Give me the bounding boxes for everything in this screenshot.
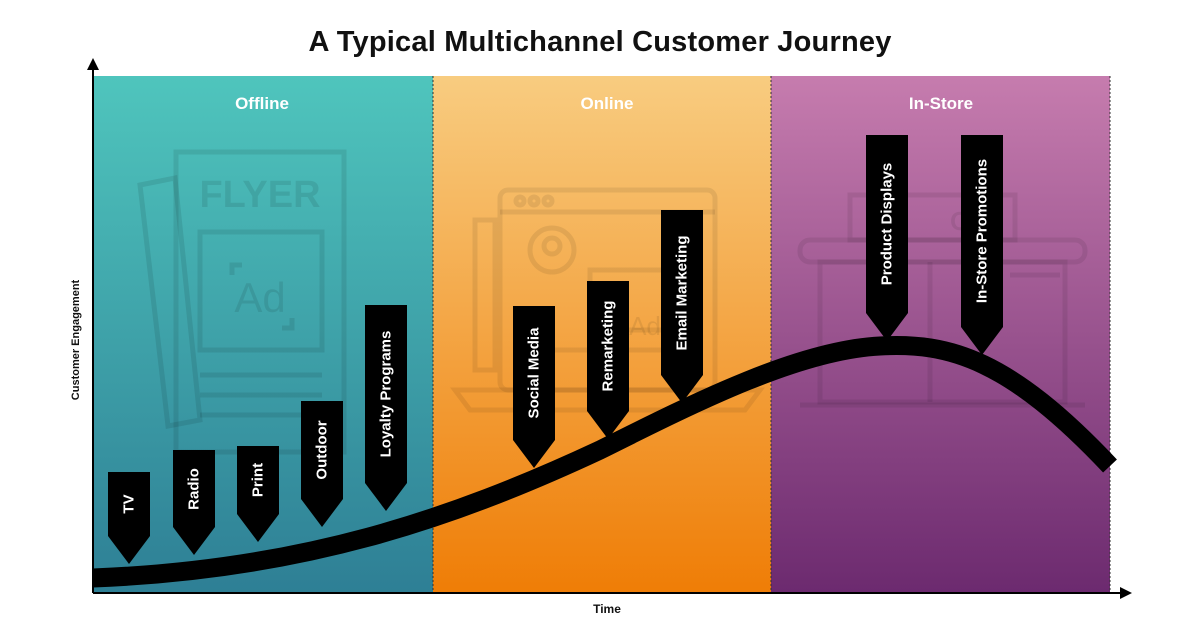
tag-pointer <box>301 499 343 527</box>
touchpoint-label: In-Store Promotions <box>973 158 991 304</box>
touchpoint-label: Loyalty Programs <box>377 330 395 458</box>
touchpoint-tag-product-displays: Product Displays <box>866 135 908 341</box>
touchpoint-tag-print: Print <box>237 446 279 542</box>
tag-pointer <box>513 440 555 468</box>
x-axis-label: Time <box>593 602 621 616</box>
touchpoint-tag-in-store-promotions: In-Store Promotions <box>961 135 1003 355</box>
touchpoint-tag-radio: Radio <box>173 450 215 555</box>
zone-label-offline: Offline <box>235 94 289 113</box>
y-axis-arrow-icon <box>87 58 99 70</box>
touchpoint-label: Product Displays <box>878 162 896 286</box>
touchpoint-tag-remarketing: Remarketing <box>587 281 629 439</box>
diagram-title: A Typical Multichannel Customer Journey <box>308 26 892 58</box>
x-axis-arrow-icon <box>1120 587 1132 599</box>
tag-pointer <box>587 411 629 439</box>
touchpoint-label: Radio <box>185 467 203 510</box>
zone-instore-bg <box>771 76 1110 593</box>
tag-pointer <box>866 313 908 341</box>
ad-watermark-text: Ad <box>234 274 285 321</box>
touchpoint-label: TV <box>120 494 138 514</box>
touchpoint-tag-email-marketing: Email Marketing <box>661 210 703 403</box>
flyer-watermark-text: FLYER <box>199 174 320 216</box>
engagement-curve <box>92 336 1117 588</box>
touchpoint-label: Print <box>249 462 267 498</box>
touchpoint-label: Remarketing <box>599 300 617 392</box>
touchpoint-label: Outdoor <box>313 420 331 480</box>
tag-pointer <box>961 327 1003 355</box>
zone-label-instore: In-Store <box>908 94 974 113</box>
y-axis-label: Customer Engagement <box>70 279 82 401</box>
svg-text:Ad: Ad <box>629 311 661 341</box>
tag-pointer <box>661 375 703 403</box>
touchpoint-label: Social Media <box>525 327 543 419</box>
touchpoint-label: Email Marketing <box>673 234 691 351</box>
tag-pointer <box>173 527 215 555</box>
tag-pointer <box>365 483 407 511</box>
tag-pointer <box>108 536 150 564</box>
touchpoint-tag-social-media: Social Media <box>513 306 555 468</box>
touchpoint-tag-tv: TV <box>108 472 150 564</box>
touchpoint-tag-loyalty-programs: Loyalty Programs <box>365 305 407 511</box>
zone-label-online: Online <box>580 94 634 113</box>
touchpoint-tag-outdoor: Outdoor <box>301 401 343 527</box>
tag-pointer <box>237 514 279 542</box>
